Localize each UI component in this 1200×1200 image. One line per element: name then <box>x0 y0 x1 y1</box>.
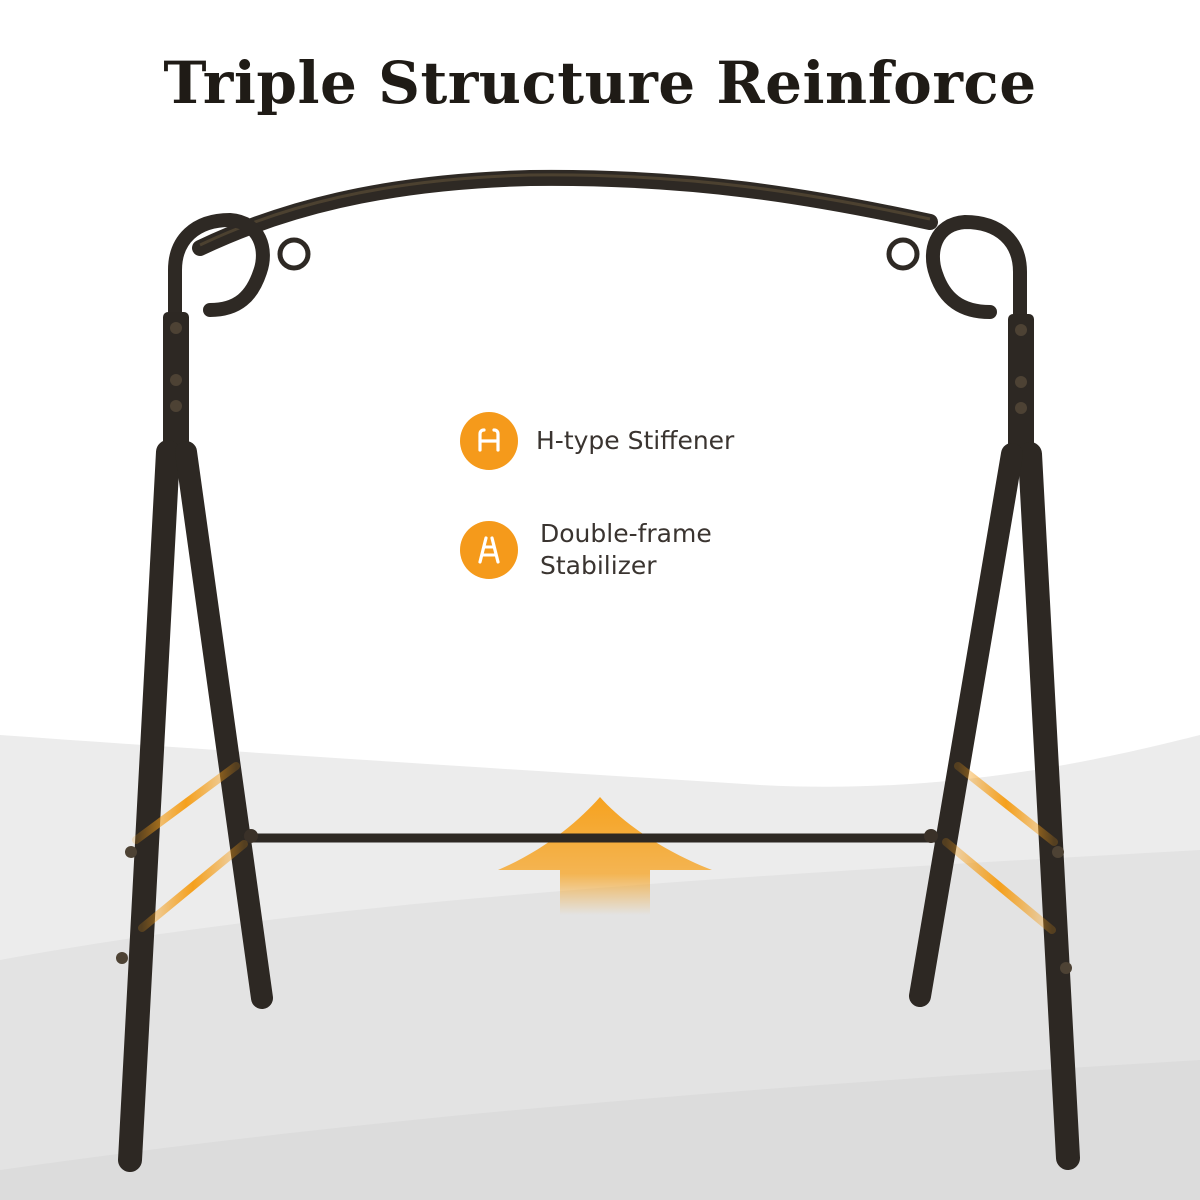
feature-label-line-2: Stabilizer <box>540 551 657 580</box>
right-stiffener-upper-glow <box>954 762 1058 846</box>
feature-label-double-frame: Double-frame Stabilizer <box>540 518 712 582</box>
left-stiffener-upper-glow <box>132 762 240 844</box>
right-stiffener-lower-glow <box>942 838 1056 934</box>
right-outer-leg <box>1018 442 1080 1170</box>
top-arch-bar <box>192 169 938 256</box>
h-stiffener-icon <box>460 412 518 470</box>
left-corner-curl <box>168 212 270 325</box>
left-inner-leg <box>175 441 273 1009</box>
right-corner-curl <box>926 214 1027 327</box>
right-inner-leg <box>909 443 1023 1007</box>
feature-double-frame-stabilizer: Double-frame Stabilizer <box>460 518 712 582</box>
up-arrow-icon <box>498 797 712 915</box>
left-stiffener-lower-glow <box>138 840 248 932</box>
feature-h-type-stiffener: H-type Stiffener <box>460 412 734 470</box>
ladder-icon <box>460 521 518 579</box>
left-outer-leg <box>118 440 180 1172</box>
left-hanging-ring <box>277 237 311 271</box>
feature-label-line-1: Double-frame <box>540 519 712 548</box>
floor-band-lower <box>0 1060 1200 1200</box>
page-title: Triple Structure Reinforce <box>163 49 1037 117</box>
feature-label-h-type: H-type Stiffener <box>536 426 735 455</box>
right-hanging-ring <box>886 237 920 271</box>
